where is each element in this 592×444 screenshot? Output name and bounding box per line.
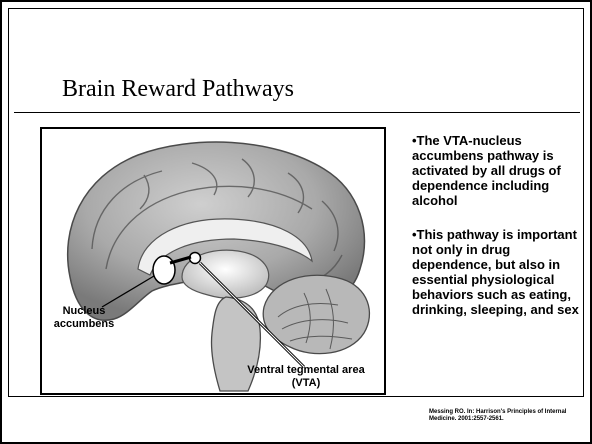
bullet-item: •This pathway is important not only in d…: [412, 227, 584, 317]
slide-title: Brain Reward Pathways: [62, 76, 294, 103]
citation: Messing RO. In: Harrison's Principles of…: [429, 409, 589, 423]
vta-label: Ventral tegmental area (VTA): [226, 364, 386, 390]
vta-label-line2: (VTA): [226, 377, 386, 390]
nucleus-accumbens-label-line2: accumbens: [48, 318, 120, 331]
brain-illustration: [42, 129, 384, 393]
nucleus-accumbens-marker: [153, 256, 175, 284]
nucleus-accumbens-label-line1: Nucleus: [48, 305, 120, 318]
bullet-list: •The VTA-nucleus accumbens pathway is ac…: [412, 133, 584, 336]
title-divider: [14, 112, 580, 113]
vta-label-line1: Ventral tegmental area: [226, 364, 386, 377]
bullet-item: •The VTA-nucleus accumbens pathway is ac…: [412, 133, 584, 208]
brain-figure: [40, 127, 386, 395]
nucleus-accumbens-label: Nucleus accumbens: [48, 305, 120, 331]
